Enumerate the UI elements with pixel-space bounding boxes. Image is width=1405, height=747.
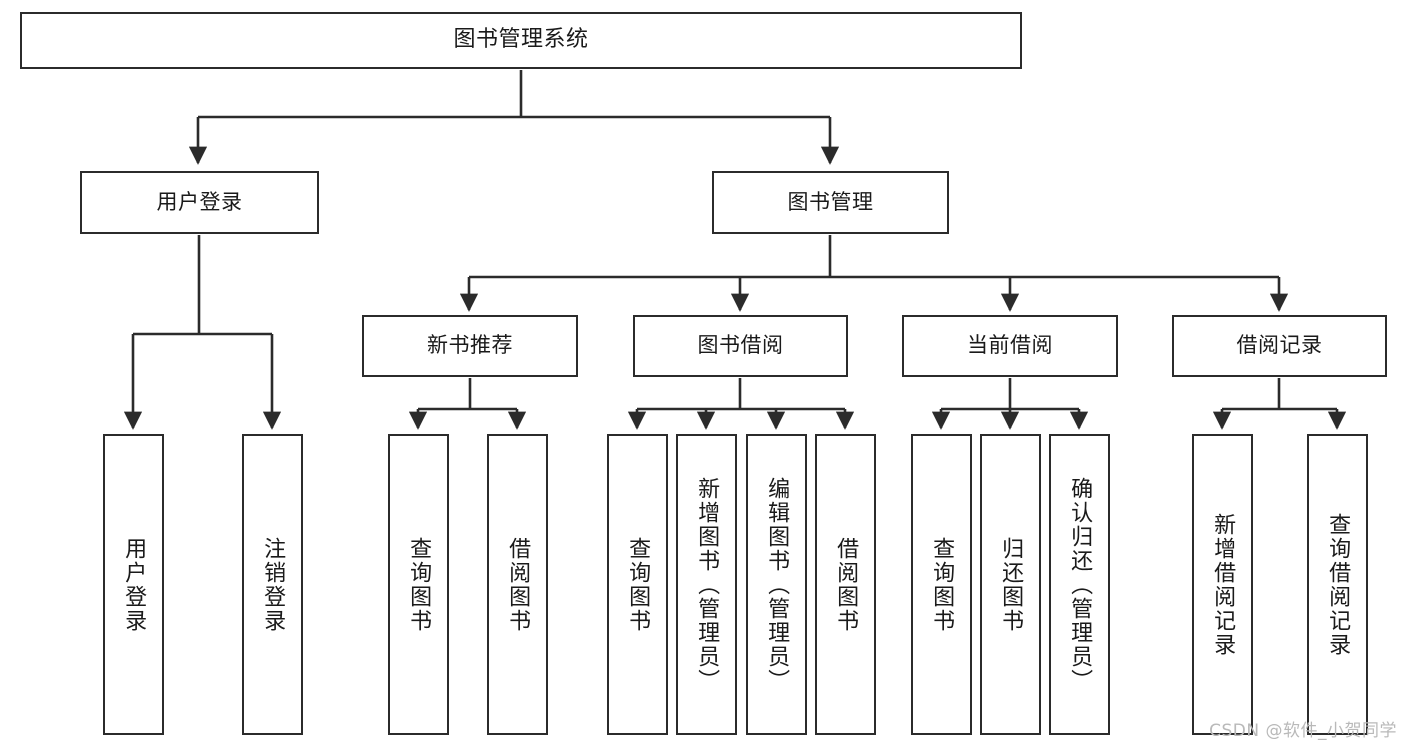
node-label: 用户登录 <box>121 536 147 633</box>
node-label: 查询图书 <box>929 536 955 633</box>
leaf-borrow-edit-book[interactable]: 编辑图书（管理员） <box>746 434 807 735</box>
node-label: 归还图书 <box>998 536 1024 633</box>
node-label: 查询图书 <box>625 536 651 633</box>
node-label: 查询借阅记录 <box>1325 512 1351 657</box>
leaf-user-login-logout[interactable]: 注销登录 <box>242 434 303 735</box>
node-label: 编辑图书（管理员） <box>764 476 790 693</box>
node-label: 查询图书 <box>406 536 432 633</box>
node-label: 图书借阅 <box>697 333 784 358</box>
leaf-records-add-record[interactable]: 新增借阅记录 <box>1192 434 1253 735</box>
node-label: 当前借阅 <box>967 333 1053 358</box>
node-book-management[interactable]: 图书管理 <box>712 171 949 234</box>
node-label: 借阅图书 <box>833 536 859 633</box>
leaf-borrow-query-book[interactable]: 查询图书 <box>607 434 668 735</box>
node-root-system[interactable]: 图书管理系统 <box>20 12 1022 69</box>
node-label: 图书管理系统 <box>453 27 589 53</box>
leaf-recommend-query-book[interactable]: 查询图书 <box>388 434 449 735</box>
node-label: 用户登录 <box>156 189 243 214</box>
node-label: 确认归还（管理员） <box>1067 476 1093 693</box>
node-borrow-records[interactable]: 借阅记录 <box>1172 315 1387 377</box>
node-current-borrow[interactable]: 当前借阅 <box>902 315 1118 377</box>
leaf-records-query-record[interactable]: 查询借阅记录 <box>1307 434 1368 735</box>
leaf-user-login-login[interactable]: 用户登录 <box>103 434 164 735</box>
leaf-current-confirm-return[interactable]: 确认归还（管理员） <box>1049 434 1110 735</box>
node-new-book-recommend[interactable]: 新书推荐 <box>362 315 578 377</box>
node-label: 借阅图书 <box>505 536 531 633</box>
leaf-current-return-book[interactable]: 归还图书 <box>980 434 1041 735</box>
node-book-borrow[interactable]: 图书借阅 <box>633 315 848 377</box>
node-user-login[interactable]: 用户登录 <box>80 171 319 234</box>
node-label: 借阅记录 <box>1236 333 1323 358</box>
leaf-current-query-book[interactable]: 查询图书 <box>911 434 972 735</box>
node-label: 注销登录 <box>260 536 286 633</box>
leaf-borrow-borrow-book[interactable]: 借阅图书 <box>815 434 876 735</box>
node-label: 图书管理 <box>787 189 874 214</box>
leaf-borrow-add-book[interactable]: 新增图书（管理员） <box>676 434 737 735</box>
node-label: 新书推荐 <box>427 333 513 358</box>
node-label: 新增借阅记录 <box>1210 512 1236 657</box>
csdn-watermark: CSDN @软件_小贺同学 <box>1209 721 1397 741</box>
node-label: 新增图书（管理员） <box>694 476 720 693</box>
leaf-recommend-borrow-book[interactable]: 借阅图书 <box>487 434 548 735</box>
